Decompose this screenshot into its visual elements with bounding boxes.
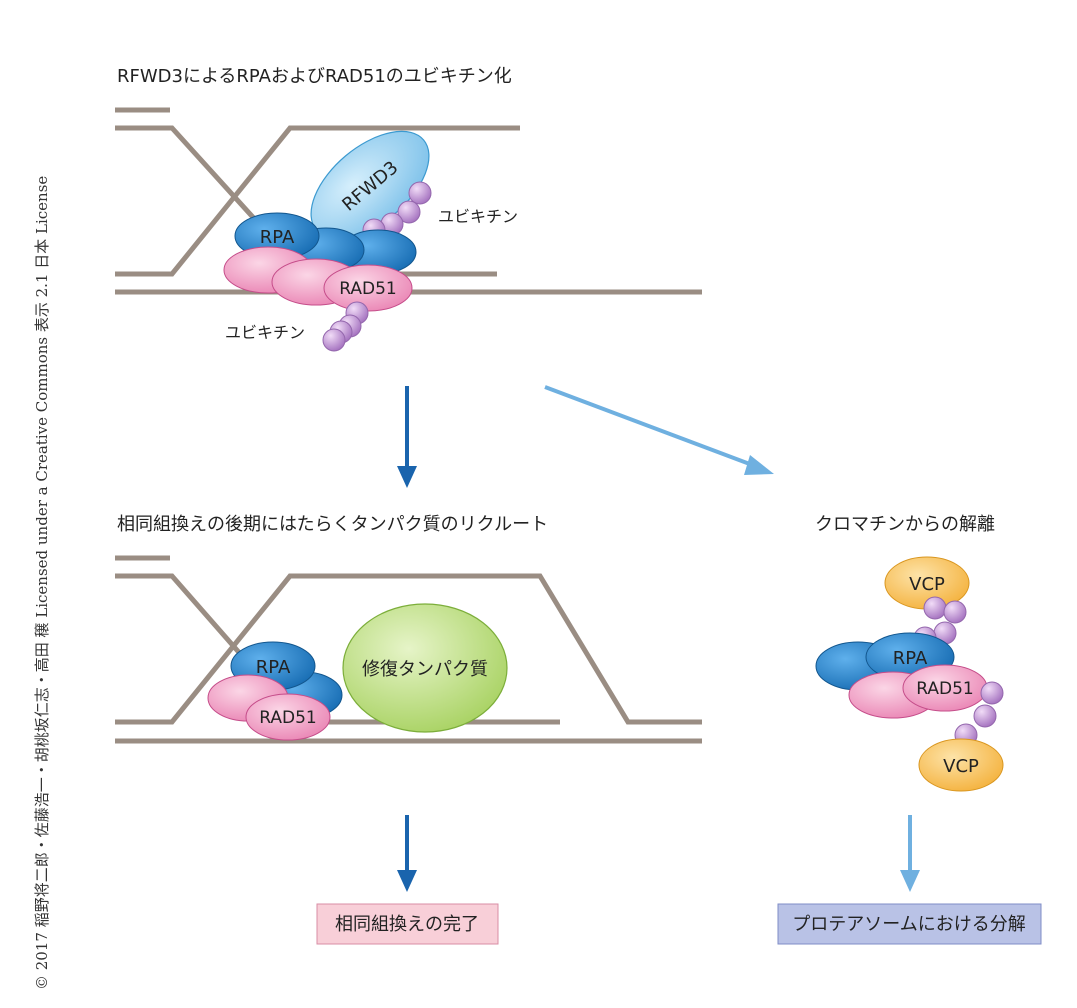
ubiquitin-label-lower: ユビキチン xyxy=(225,323,305,342)
panel-recruitment: 相同組換えの後期にはたらくタンパク質のリクルート RPA RAD51 修復タンパ… xyxy=(115,514,702,744)
rad51-label-2: RAD51 xyxy=(259,708,316,728)
credit-line: © 2017 稲野将二郎・佐藤浩一・胡桃坂仁志・高田 穣 Licensed un… xyxy=(33,176,51,990)
rad51-label-1: RAD51 xyxy=(339,279,396,299)
arrow-diagonal-right xyxy=(544,385,774,475)
ubiquitin-label-upper: ユビキチン xyxy=(438,207,518,226)
rpa-label-2: RPA xyxy=(256,657,291,678)
panel-dissociation: クロマチンからの解離 VCP RPA RAD51 VCP xyxy=(815,514,1004,792)
panel-ubiquitination: RFWD3によるRPAおよびRAD51のユビキチン化 RPA RAD51 RFW… xyxy=(115,66,702,352)
arrow-down-left-2 xyxy=(397,815,417,892)
panel1-title: RFWD3によるRPAおよびRAD51のユビキチン化 xyxy=(117,66,512,87)
outcome-box-right: プロテアソームにおける分解 xyxy=(777,903,1042,945)
outcome-box-left: 相同組換えの完了 xyxy=(316,903,499,945)
vcp-label-top: VCP xyxy=(909,574,945,595)
panel2-title: 相同組換えの後期にはたらくタンパク質のリクルート xyxy=(117,514,548,535)
rad51-label-3: RAD51 xyxy=(916,679,973,699)
outcome-left-label: 相同組換えの完了 xyxy=(335,914,479,935)
vcp-protein-bottom xyxy=(918,738,1004,792)
repair-protein xyxy=(342,603,508,733)
arrow-down-left-1 xyxy=(397,386,417,488)
rpa-label-1: RPA xyxy=(260,227,295,248)
rpa-label-3: RPA xyxy=(893,648,928,669)
vcp-label-bottom: VCP xyxy=(943,756,979,777)
arrow-down-right xyxy=(900,815,920,892)
repair-protein-label: 修復タンパク質 xyxy=(362,659,488,680)
rad51-protein-2 xyxy=(245,693,331,741)
panel3-title: クロマチンからの解離 xyxy=(815,514,995,535)
outcome-right-label: プロテアソームにおける分解 xyxy=(792,914,1025,935)
ubiquitin-chain-lower xyxy=(322,301,369,352)
